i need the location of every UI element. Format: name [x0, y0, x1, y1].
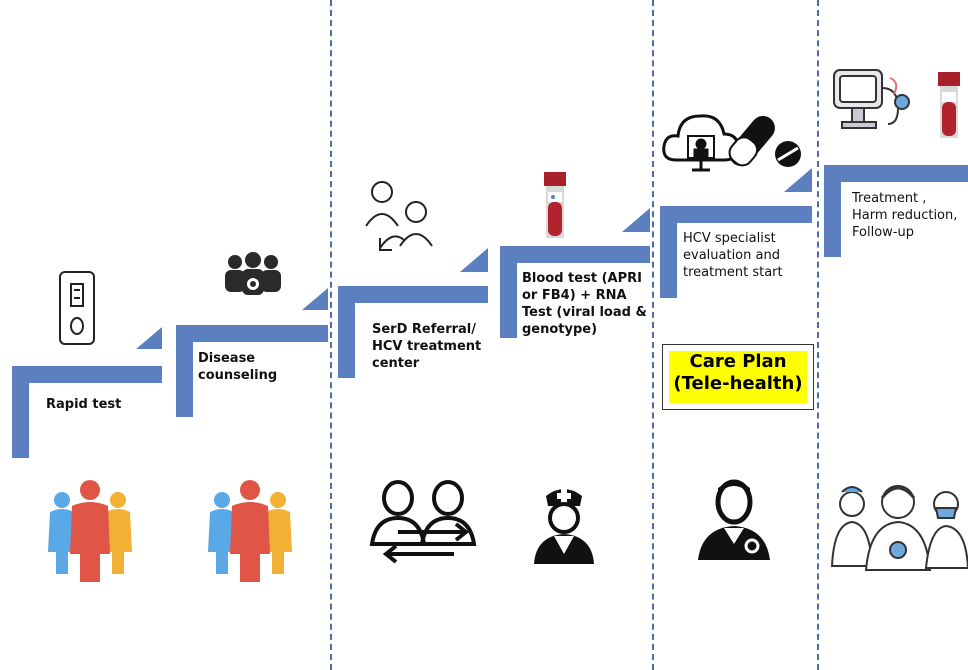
divider-line-2: [652, 0, 654, 670]
family-group-icon-2: [208, 480, 292, 582]
care-plan-box: Care Plan (Tele-health): [662, 344, 814, 410]
step-label-line: evaluation and: [683, 248, 780, 263]
step-bar-6-horizontal: [824, 165, 968, 182]
doctor-icon: [698, 479, 770, 560]
step-label-line: Treatment ,: [852, 191, 927, 206]
step-bar-3-horizontal: [338, 286, 488, 303]
step-label-rapid-test: Rapid test: [46, 396, 121, 413]
divider-line-1: [330, 0, 332, 670]
blood-tube-icon: [544, 172, 566, 238]
medical-team-icon: [830, 485, 968, 571]
rapid-test-kit-icon: [59, 271, 95, 345]
step-arrow-1: [136, 327, 162, 349]
step-arrow-3: [460, 248, 488, 272]
step-label-line: treatment start: [683, 265, 783, 280]
blood-tube-icon-2: [938, 72, 960, 138]
step-label-serd-referral: SerD Referral/ HCV treatment center: [372, 321, 481, 372]
step-bar-4-vertical: [500, 246, 517, 338]
step-bar-4-horizontal: [500, 246, 650, 263]
step-label-blood-test: Blood test (APRI or FB4) + RNA Test (vir…: [522, 270, 647, 338]
step-label-line: Rapid test: [46, 397, 122, 412]
telehealth-cloud-icon: [662, 114, 740, 172]
step-bar-2-vertical: [176, 325, 193, 417]
step-bar-5-horizontal: [660, 206, 812, 223]
monitor-stethoscope-icon: [833, 69, 910, 129]
care-plan-subtitle: (Tele-health): [673, 373, 803, 394]
care-plan-title: Care Plan: [689, 351, 787, 372]
step-label-disease-counseling: Disease counseling: [198, 350, 277, 384]
step-label-line: counseling: [198, 368, 278, 383]
step-arrow-4: [622, 208, 650, 232]
step-label-line: Test (viral load &: [522, 305, 647, 320]
care-plan-highlight: Care Plan (Tele-health): [669, 351, 807, 403]
step-label-line: Blood test (APRI: [522, 271, 642, 286]
step-label-treatment: Treatment , Harm reduction, Follow-up: [852, 190, 957, 241]
referral-people-icon: [365, 181, 433, 251]
step-label-line: SerD Referral/: [372, 322, 477, 337]
step-arrow-5: [784, 168, 812, 192]
step-bar-1-vertical: [12, 366, 29, 458]
nurse-icon: [534, 489, 594, 564]
divider-line-3: [817, 0, 819, 670]
step-bar-3-vertical: [338, 286, 355, 378]
step-label-line: HCV treatment: [372, 339, 482, 354]
step-label-line: genotype): [522, 322, 598, 337]
step-label-line: Follow-up: [852, 225, 914, 240]
step-label-line: HCV specialist: [683, 231, 776, 246]
exchange-people-icon: [369, 480, 477, 564]
step-label-hcv-specialist: HCV specialist evaluation and treatment …: [683, 230, 783, 281]
step-label-line: center: [372, 356, 420, 371]
step-arrow-2: [302, 288, 328, 310]
step-label-line: Disease: [198, 351, 256, 366]
step-bar-1-horizontal: [12, 366, 162, 383]
step-bar-5-vertical: [660, 206, 677, 298]
family-group-icon-1: [48, 480, 132, 582]
pill-icon: [728, 115, 801, 167]
step-label-line: Harm reduction,: [852, 208, 958, 223]
step-bar-6-vertical: [824, 165, 841, 257]
step-label-line: or FB4) + RNA: [522, 288, 627, 303]
step-bar-2-horizontal: [176, 325, 328, 342]
counseling-group-icon: [225, 252, 281, 295]
